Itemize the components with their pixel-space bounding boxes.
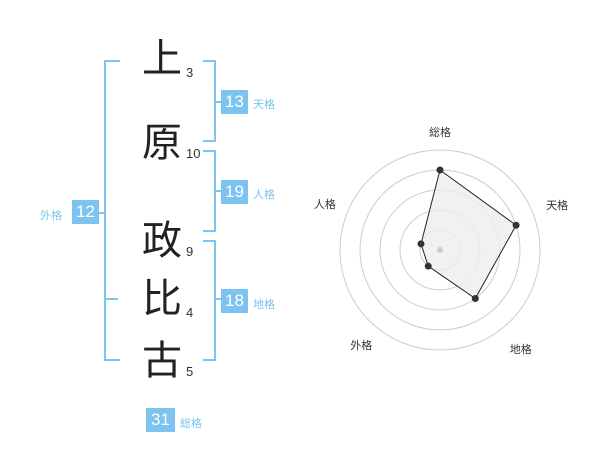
radar-center-dot	[437, 247, 443, 253]
soukaku-label: 総格	[180, 417, 202, 430]
stroke-count-2: 10	[186, 146, 201, 161]
radar-point-5	[417, 240, 425, 248]
radar-point-1	[436, 166, 444, 174]
soukaku-value: 31	[146, 408, 175, 432]
tenkaku-bracket	[203, 60, 216, 142]
name-char-4: 比	[142, 276, 182, 322]
gaikaku-connector	[98, 212, 106, 214]
radar-axis-label: 総格	[429, 125, 451, 139]
radar-data-polygon	[420, 169, 517, 300]
radar-axis-label: 天格	[546, 198, 568, 212]
radar-point-4	[424, 262, 432, 270]
stroke-count-1: 3	[186, 65, 194, 80]
name-char-1: 上	[142, 36, 182, 82]
jinkaku-connector	[216, 190, 222, 192]
gaikaku-bracket-divider	[106, 298, 118, 300]
name-char-2: 原	[142, 120, 182, 166]
chikaku-value: 18	[221, 289, 248, 313]
stroke-count-4: 4	[186, 305, 194, 320]
jinkaku-value: 19	[221, 180, 248, 204]
gaikaku-value: 12	[72, 200, 99, 224]
tenkaku-value: 13	[221, 90, 248, 114]
radar-axis-label: 地格	[510, 342, 532, 356]
name-char-3: 政	[142, 218, 182, 264]
chikaku-connector	[216, 298, 222, 300]
chikaku-bracket	[203, 240, 216, 361]
stroke-count-5: 5	[186, 364, 194, 379]
tenkaku-connector	[216, 101, 222, 103]
jinkaku-label: 人格	[253, 188, 275, 201]
gaikaku-bracket	[104, 60, 120, 361]
radar-point-3	[471, 295, 479, 303]
radar-axis-label: 人格	[314, 197, 336, 211]
tenkaku-label: 天格	[253, 98, 275, 111]
chikaku-label: 地格	[253, 298, 275, 311]
gaikaku-label: 外格	[40, 209, 62, 222]
stroke-count-3: 9	[186, 244, 194, 259]
radar-grid-ring	[339, 149, 541, 351]
radar-axis-label: 外格	[350, 338, 372, 352]
radar-point-2	[512, 221, 520, 229]
name-char-5: 古	[142, 338, 182, 384]
jinkaku-bracket	[203, 150, 216, 232]
